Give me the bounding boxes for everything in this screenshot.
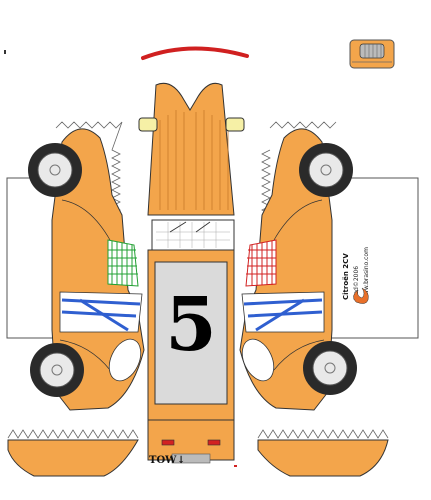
red-window-net — [245, 239, 277, 287]
right-glue-tab — [324, 177, 419, 339]
green-window-net — [107, 239, 139, 287]
plate — [171, 453, 211, 464]
left-front-wheel — [28, 143, 82, 197]
number-panel — [154, 261, 228, 405]
left-side-panel — [28, 121, 145, 411]
right-front-wheel — [299, 143, 353, 197]
right-rear-wheel — [303, 341, 357, 395]
taillight-left — [161, 439, 175, 446]
tow-arrow-icon: ↓ — [177, 455, 185, 466]
left-rear-wheel — [30, 343, 84, 397]
grille-icon — [349, 39, 395, 69]
author: Fred©2006 — [353, 266, 360, 300]
tow-hook — [234, 465, 237, 467]
flame-logo-icon — [353, 287, 369, 304]
bottom-left-fender — [7, 429, 139, 477]
windshield — [151, 219, 235, 251]
roof-arc — [141, 46, 249, 60]
headlamp-left — [138, 117, 158, 132]
credits: Citroën 2CV Fred©2006 www.brasino.com — [342, 247, 370, 300]
tow-label: TOW — [149, 455, 177, 466]
headlamp-right — [225, 117, 245, 132]
right-side-panel — [239, 121, 357, 411]
race-number: 5 — [165, 282, 217, 368]
corner-mark — [4, 50, 6, 54]
taillight-right — [207, 439, 221, 446]
bottom-right-fender — [257, 429, 389, 477]
car-name: Citroën 2CV — [342, 253, 350, 300]
center-strip: 5 TOW ↓ — [138, 82, 245, 466]
website: www.brasino.com — [363, 247, 370, 300]
